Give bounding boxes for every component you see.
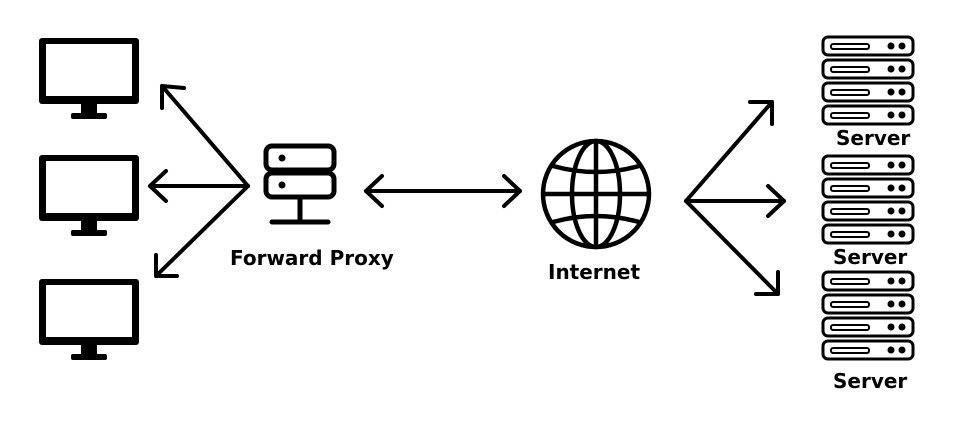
monitor-icon [39,38,139,119]
proxy-label: Forward Proxy [230,246,394,270]
proxy-to-clients-arrows [148,84,250,278]
monitor-icon [39,279,139,360]
server-label: Server [836,126,911,150]
globe-icon [540,138,652,250]
internet-label: Internet [548,260,641,284]
server-label: Server [833,245,908,269]
monitor-icon [39,155,139,236]
server-rack-icon [823,37,913,124]
server-rack-icon [823,272,913,359]
internet-to-servers-arrows [684,100,786,296]
proxy-server-icon [263,143,337,225]
server-rack-icon [823,156,913,243]
proxy-internet-arrow [364,174,522,208]
server-label: Server [833,369,908,393]
